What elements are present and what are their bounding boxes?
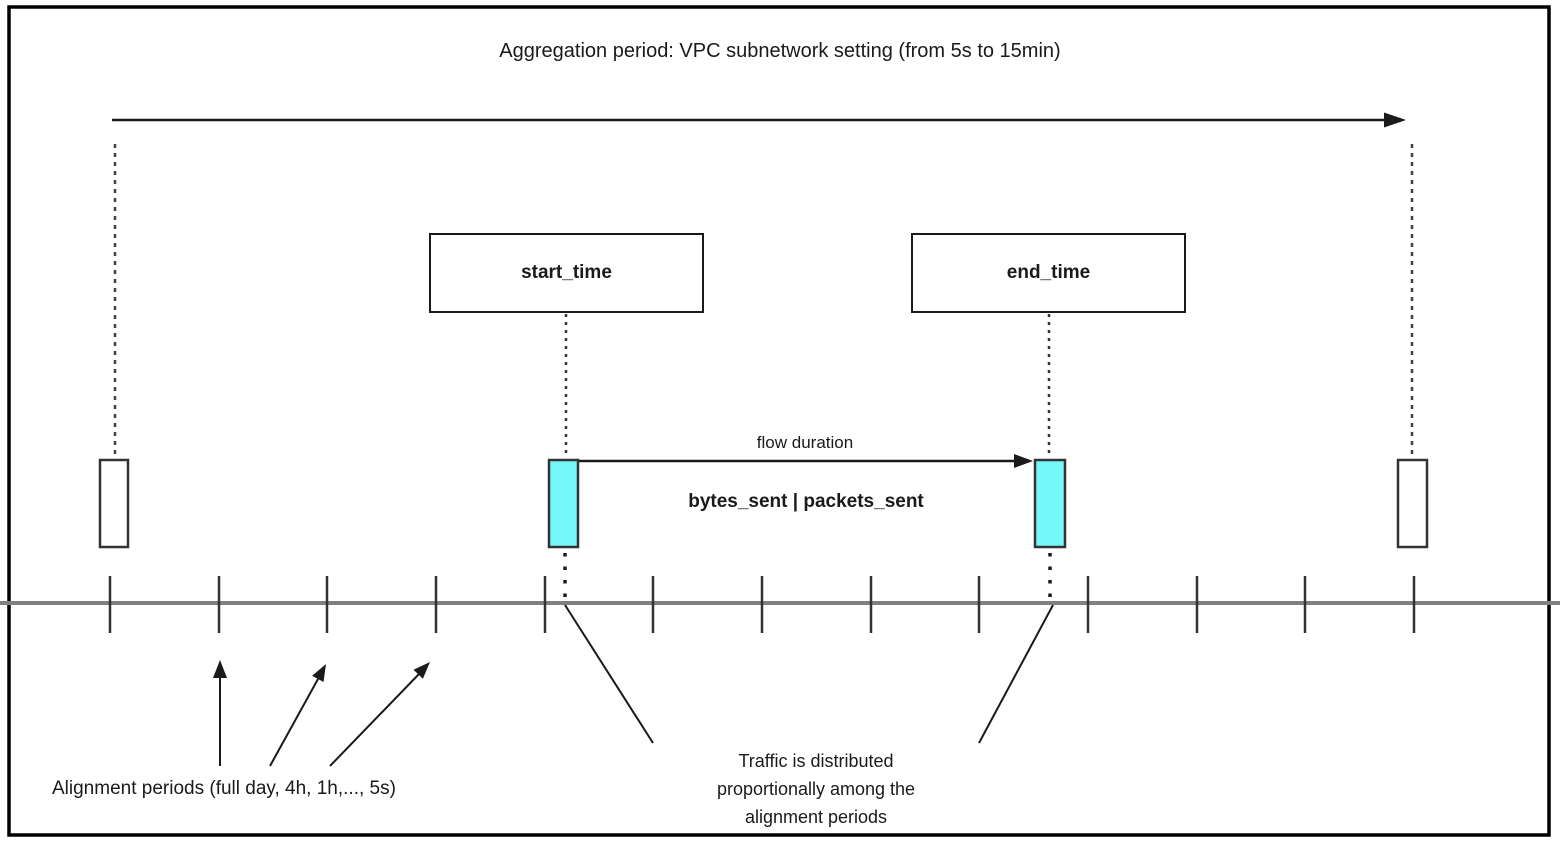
diagram-title: Aggregation period: VPC subnetwork setti… [499, 40, 1061, 62]
traffic-note-pointer-left [564, 604, 654, 744]
arrowhead-right-icon [1384, 112, 1406, 128]
left-edge-interval-marker [98, 458, 130, 549]
traffic-note-line: proportionally among the [716, 779, 916, 799]
end-time-box [911, 233, 1186, 313]
traffic-note: Traffic is distributed proportionally am… [686, 747, 946, 831]
arrowhead-up-icon [213, 660, 227, 678]
alignment-arrow-2 [269, 678, 319, 767]
alignment-periods-label: Alignment periods (full day, 4h, 1h,...,… [52, 778, 396, 799]
traffic-note-pointer-right [978, 604, 1054, 744]
start-time-box [429, 233, 704, 313]
outer-frame [7, 5, 1551, 837]
alignment-callout-arrows [213, 660, 430, 767]
traffic-note-line: alignment periods [744, 807, 888, 827]
start-time-label: start_time [521, 262, 612, 283]
arrowhead-up-right-icon [413, 662, 430, 679]
end-time-label: end_time [1006, 262, 1091, 283]
flow-duration-arrow [579, 454, 1033, 468]
timeline-ticks [108, 576, 1416, 633]
arrowhead-right-icon [1014, 454, 1033, 468]
start-interval-marker [547, 458, 580, 549]
aggregation-period-arrow [112, 112, 1406, 128]
arrowhead-up-right-icon [312, 664, 326, 682]
alignment-arrow-3 [329, 673, 420, 767]
end-interval-marker [1033, 458, 1067, 549]
flow-duration-label: flow duration [756, 433, 854, 452]
right-edge-interval-marker [1396, 458, 1429, 549]
metrics-label: bytes_sent | packets_sent [688, 491, 924, 512]
traffic-note-line: Traffic is distributed [738, 751, 894, 771]
